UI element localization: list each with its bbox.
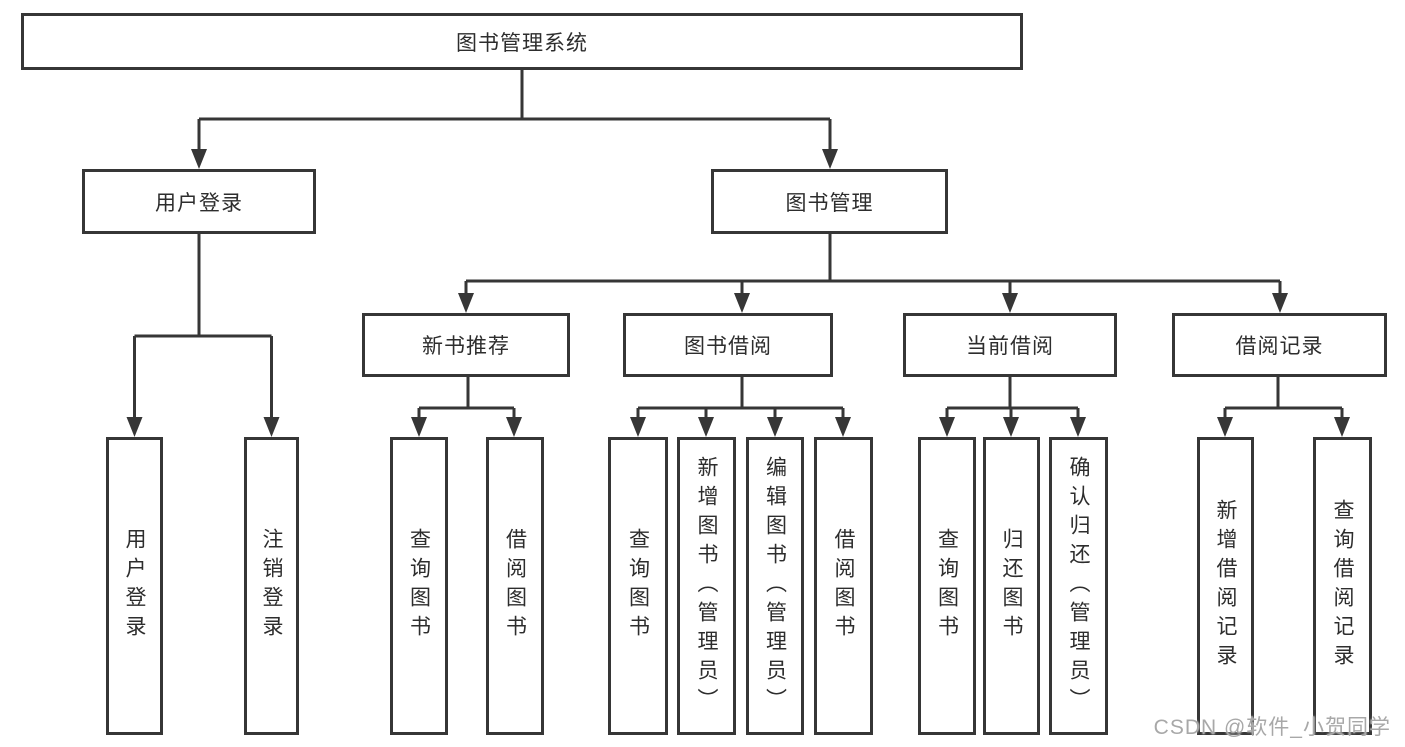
node-new-book-recommend: 新书推荐: [362, 313, 570, 377]
leaf-query-books-borrow: 查询图书: [608, 437, 668, 735]
leaf-label: 查询图书: [407, 528, 431, 644]
leaf-label: 归还图书: [1000, 528, 1023, 644]
leaf-label: 借阅图书: [832, 528, 855, 644]
leaf-edit-books-admin: 编辑图书（管理员）: [746, 437, 804, 735]
leaf-label: 确认归还（管理员）: [1067, 455, 1090, 717]
watermark: CSDN @软件_小贺同学: [1153, 716, 1391, 739]
leaf-label: 查询图书: [626, 528, 650, 644]
leaf-label: 新增图书（管理员）: [695, 455, 718, 717]
node-current-borrow: 当前借阅: [903, 313, 1117, 377]
leaf-label: 用户登录: [123, 528, 146, 644]
node-user-login: 用户登录: [82, 169, 316, 234]
leaf-borrow-books-recommend: 借阅图书: [486, 437, 544, 735]
leaf-label: 编辑图书（管理员）: [763, 455, 787, 717]
edges-user-login: [133, 233, 273, 419]
leaf-label: 查询借阅记录: [1331, 499, 1354, 673]
edges-borrow-records: [1223, 377, 1344, 419]
leaf-query-books-current: 查询图书: [918, 437, 976, 735]
edges-book-management: [464, 233, 1282, 295]
node-label: 图书管理系统: [456, 31, 588, 55]
leaf-return-books: 归还图书: [983, 437, 1040, 735]
node-label: 图书管理: [785, 191, 874, 215]
node-borrow-records: 借阅记录: [1172, 313, 1387, 377]
node-label: 图书借阅: [684, 335, 772, 358]
leaf-label: 查询图书: [935, 528, 959, 644]
node-book-management: 图书管理: [711, 169, 948, 234]
leaf-borrow-books: 借阅图书: [814, 437, 873, 735]
edges-new-book-recommend: [417, 377, 516, 419]
edges-root: [197, 69, 832, 151]
leaf-query-books-recommend: 查询图书: [390, 437, 448, 735]
node-library-management-system: 图书管理系统: [21, 13, 1023, 70]
node-book-borrow: 图书借阅: [623, 313, 833, 377]
node-label: 当前借阅: [966, 335, 1054, 358]
leaf-add-books-admin: 新增图书（管理员）: [677, 437, 736, 735]
leaf-query-borrow-record: 查询借阅记录: [1313, 437, 1372, 735]
node-label: 用户登录: [155, 191, 243, 215]
leaf-logout: 注销登录: [244, 437, 299, 735]
leaf-label: 借阅图书: [503, 528, 527, 644]
leaf-label: 注销登录: [260, 528, 283, 644]
leaf-user-login: 用户登录: [106, 437, 163, 735]
leaf-confirm-return-admin: 确认归还（管理员）: [1049, 437, 1108, 735]
node-label: 借阅记录: [1235, 335, 1324, 358]
node-label: 新书推荐: [422, 335, 510, 358]
edges-book-borrow: [636, 377, 845, 419]
leaf-add-borrow-record: 新增借阅记录: [1197, 437, 1254, 735]
edges-current-borrow: [945, 377, 1080, 419]
leaf-label: 新增借阅记录: [1214, 499, 1237, 673]
